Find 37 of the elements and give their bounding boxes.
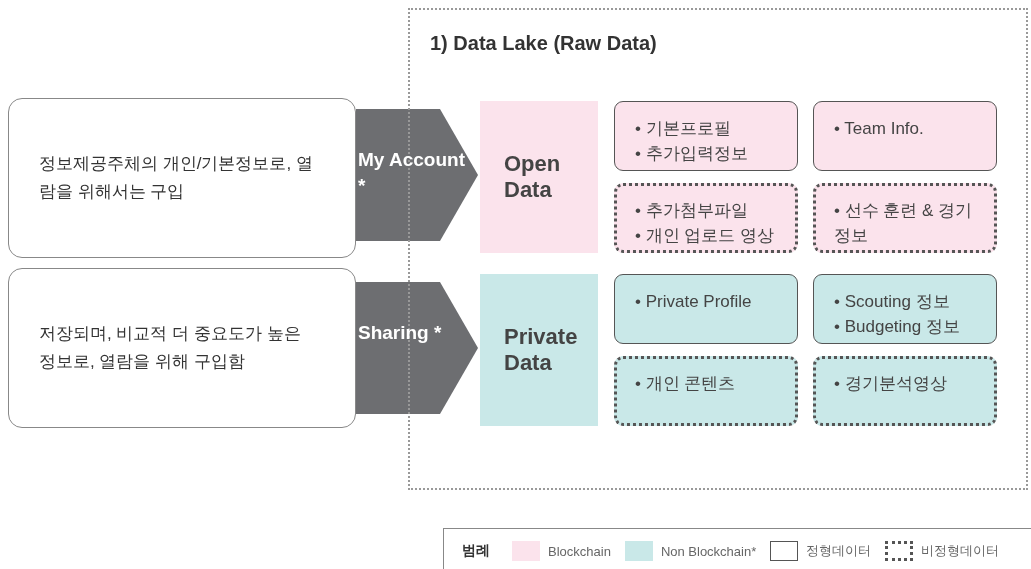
bullet-item: • Private Profile — [635, 291, 753, 313]
category-box — [480, 101, 598, 253]
bullet-item: • 추가입력정보 — [635, 143, 749, 165]
legend-label: 정형데이터 — [806, 542, 872, 560]
bullet-item: • 개인 콘텐츠 — [635, 373, 737, 395]
data-card — [614, 274, 798, 344]
bullet-item: • 경기분석영상 — [834, 373, 948, 395]
edge-label: Sharing * — [358, 321, 443, 345]
bullet-item: • Team Info. — [834, 118, 925, 140]
bullet-item: • Scouting 정보 — [834, 291, 951, 313]
edge-label: My Account * — [358, 148, 466, 198]
category-title: Open Data — [504, 151, 562, 203]
data-card — [813, 356, 997, 426]
region-title: 1) Data Lake (Raw Data) — [430, 32, 657, 55]
category-title: Private Data — [504, 324, 578, 376]
description-box — [8, 268, 356, 428]
data-card — [614, 101, 798, 171]
description-box — [8, 98, 356, 258]
description-text: 저장되며, 비교적 더 중요도가 높은 정보로, 열람을 위해 구입함 — [39, 323, 302, 373]
bullet-item: • 추가첨부파일 — [635, 200, 749, 222]
chevron-arrow — [356, 282, 478, 414]
data-card — [614, 183, 798, 253]
bullet-item: • 기본프로필 — [635, 118, 732, 140]
legend-title: 범례 — [462, 542, 490, 560]
category-box — [480, 274, 598, 426]
legend-label: 비정형데이터 — [921, 542, 1000, 560]
data-card — [813, 183, 997, 253]
description-text: 정보제공주체의 개인/기본정보로, 열람을 위해서는 구입 — [39, 153, 314, 203]
data-card — [813, 274, 997, 344]
data-card — [614, 356, 798, 426]
bullet-item: • 선수 훈련 & 경기정보 — [834, 200, 974, 247]
data-card — [813, 101, 997, 171]
bullet-item: • Budgeting 정보 — [834, 316, 961, 338]
legend-label: Blockchain — [548, 543, 611, 559]
legend-label: Non Blockchain* — [660, 543, 757, 559]
chevron-arrow — [356, 109, 478, 241]
bullet-item: • 개인 업로드 영상 — [635, 225, 776, 247]
